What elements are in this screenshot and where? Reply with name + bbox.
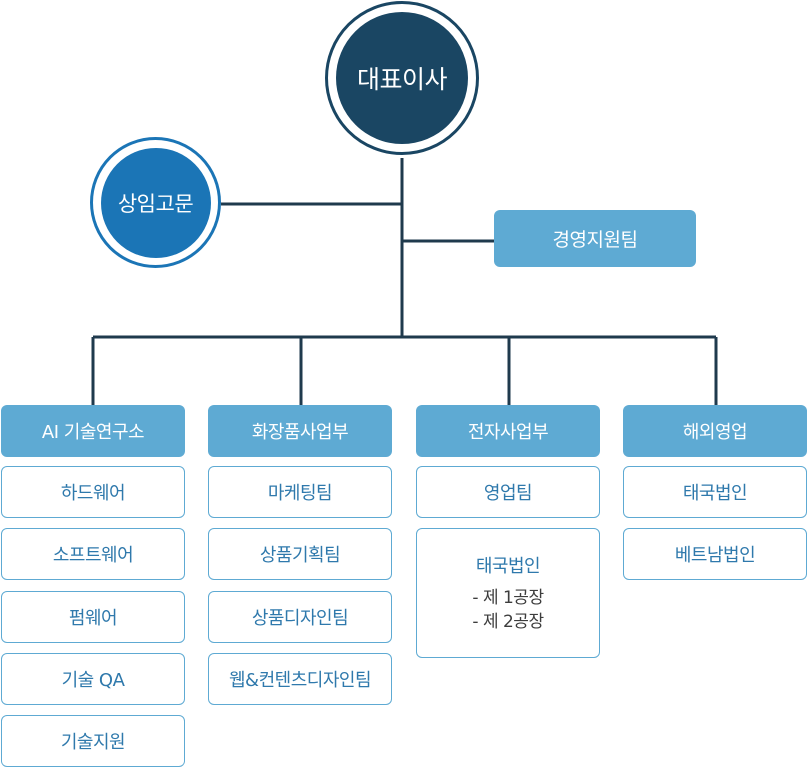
- team-box: 웹&컨텐츠디자인팀: [208, 653, 392, 705]
- team-box: 상품기획팀: [208, 528, 392, 580]
- support-team-box: 경영지원팀: [494, 210, 696, 267]
- factory-line: - 제 2공장: [472, 612, 544, 632]
- thai-corp-box: 태국법인 - 제 1공장 - 제 2공장: [416, 528, 600, 658]
- ceo-label: 대표이사: [336, 12, 468, 144]
- factory-line: - 제 1공장: [472, 588, 544, 608]
- ceo-node: 대표이사: [325, 1, 479, 155]
- division-ai-lab: AI 기술연구소: [1, 405, 185, 457]
- team-box: 기술 QA: [1, 653, 185, 705]
- advisor-node: 상임고문: [90, 137, 221, 268]
- team-box: 영업팀: [416, 466, 600, 518]
- team-box: 상품디자인팀: [208, 591, 392, 643]
- team-box: 소프트웨어: [1, 528, 185, 580]
- team-box: 기술지원: [1, 715, 185, 767]
- division-cosmetics: 화장품사업부: [208, 405, 392, 457]
- corp-title: 태국법인: [475, 556, 541, 577]
- advisor-label: 상임고문: [100, 147, 211, 258]
- team-box: 베트남법인: [623, 528, 807, 580]
- team-box: 태국법인: [623, 466, 807, 518]
- team-box: 하드웨어: [1, 466, 185, 518]
- team-box: 마케팅팀: [208, 466, 392, 518]
- team-box: 펌웨어: [1, 591, 185, 643]
- division-electronics: 전자사업부: [416, 405, 600, 457]
- division-overseas-sales: 해외영업: [623, 405, 807, 457]
